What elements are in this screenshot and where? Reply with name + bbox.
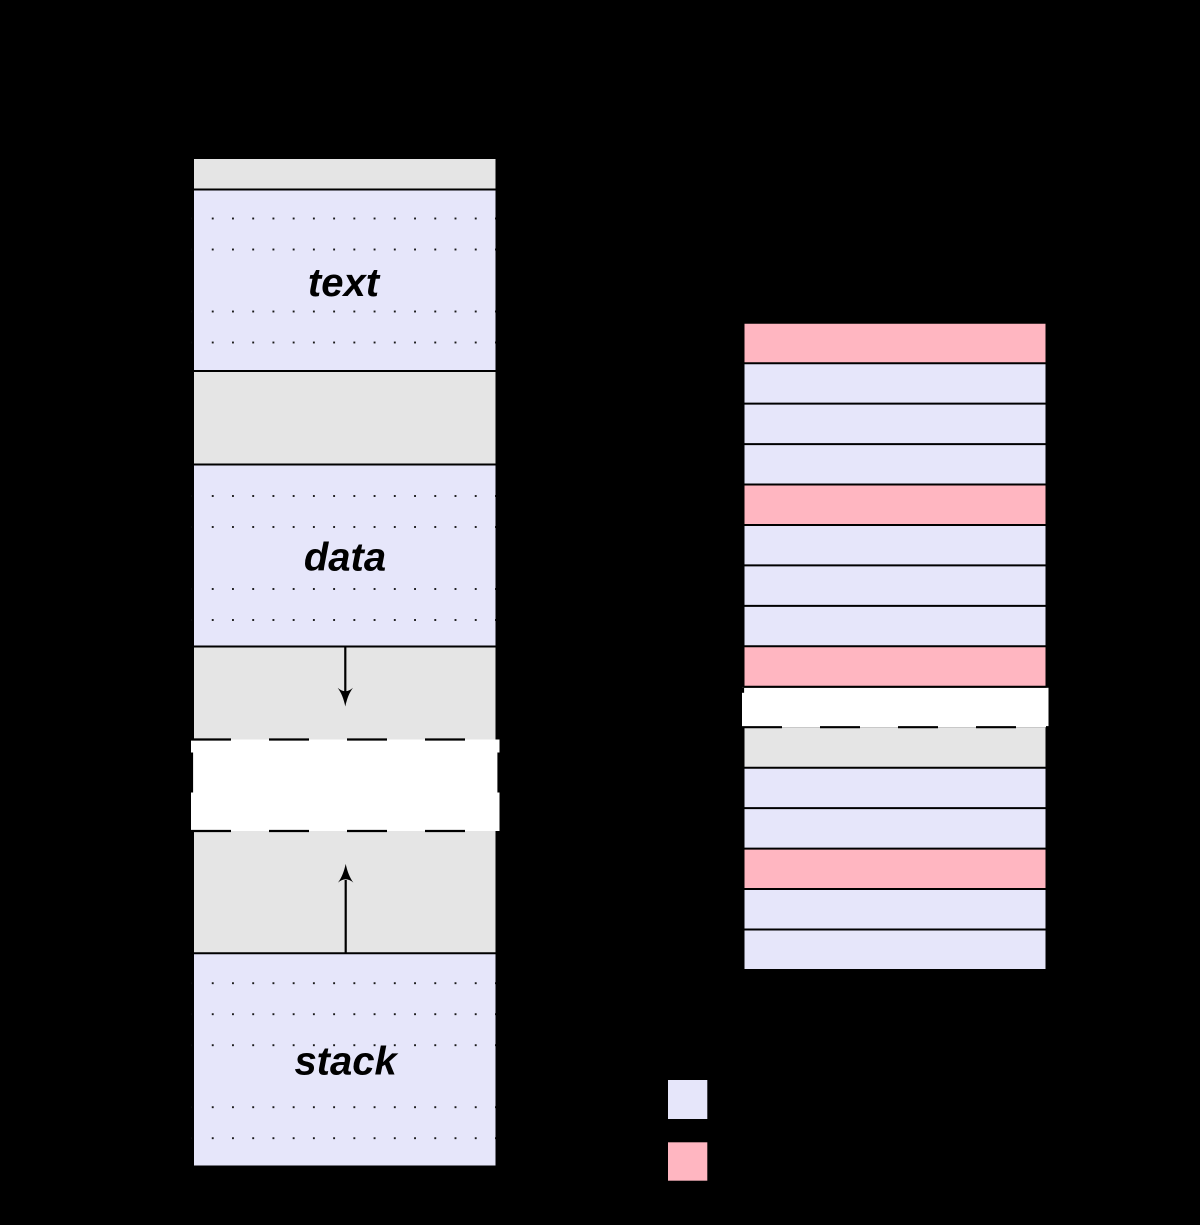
svg-text:text: text [308, 261, 381, 305]
svg-text:stack: stack [294, 1039, 398, 1083]
svg-text:data: data [304, 536, 386, 580]
